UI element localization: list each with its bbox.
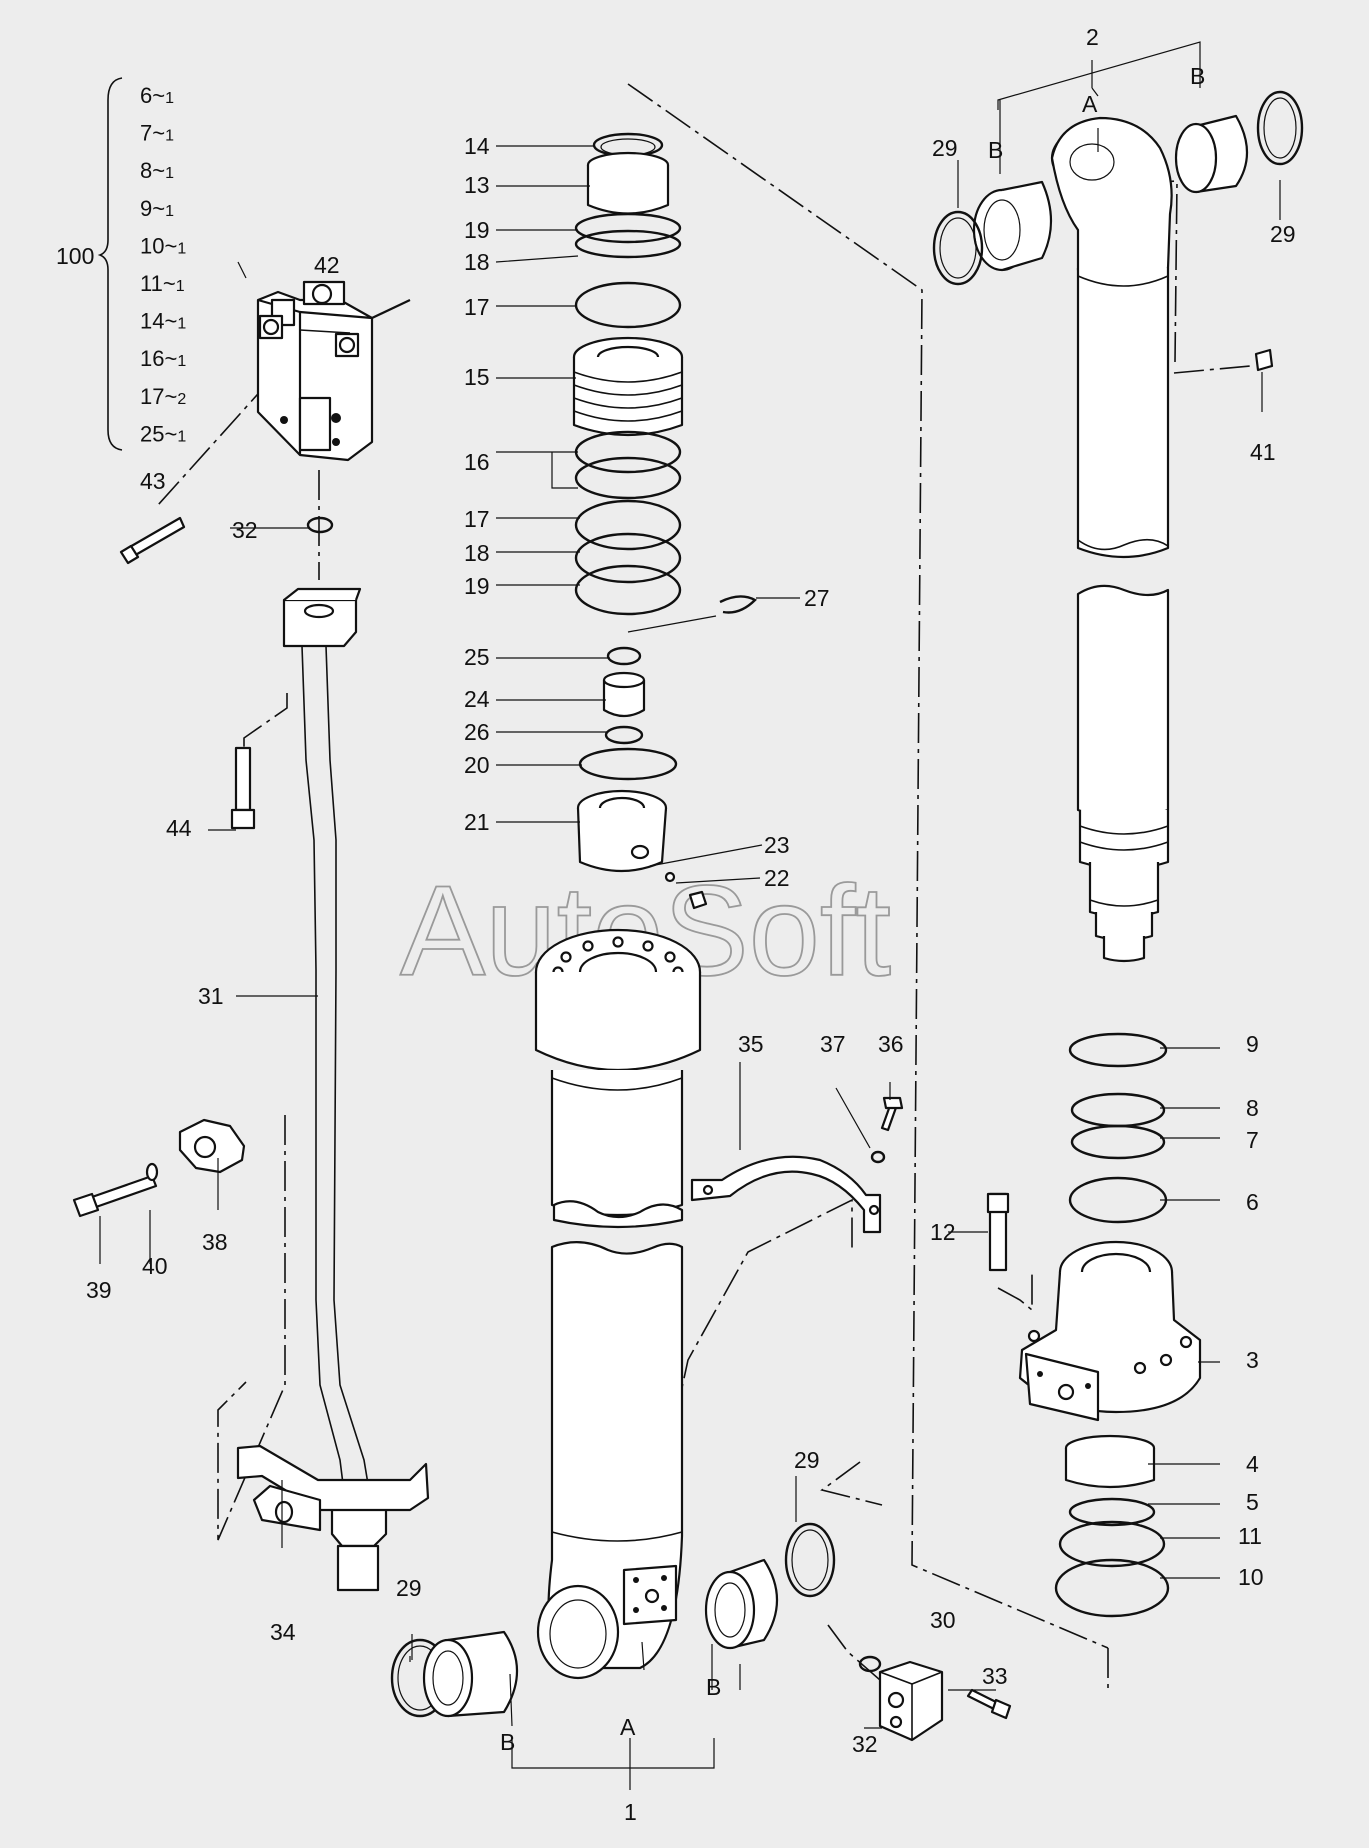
callout-32-bottom: 32	[852, 1731, 878, 1757]
gland-assembly	[986, 1032, 1202, 1618]
letter-a-rod: A	[1082, 91, 1098, 117]
flange-bolt-hole	[642, 940, 654, 952]
callout-11: 11	[1238, 1523, 1262, 1549]
callout-4: 4	[1246, 1451, 1259, 1477]
callout-34: 34	[270, 1619, 296, 1645]
callout-18-lower: 18	[464, 540, 490, 566]
callout-9: 9	[1246, 1031, 1259, 1057]
callout-27: 27	[804, 585, 830, 611]
callout-22: 22	[764, 865, 790, 891]
callout-10: 10	[1238, 1564, 1264, 1590]
band-35	[690, 1096, 904, 1234]
piston-rod	[932, 90, 1304, 963]
callout-15: 15	[464, 364, 490, 390]
letter-markers: A B B A B B	[500, 63, 1205, 1755]
callout-21: 21	[464, 809, 490, 835]
callout-numbers: 1 2 3 4 5 6 7 8 9 10 11 12 13 14 15 16 1…	[86, 24, 1296, 1825]
oring-32-top	[306, 516, 334, 534]
letter-a-tube: A	[620, 1714, 636, 1740]
kit-item: 7~1	[140, 121, 174, 146]
bolt-43	[119, 516, 186, 565]
flange-bolt-hole	[612, 936, 624, 948]
callout-26: 26	[464, 719, 490, 745]
callout-17-lower: 17	[464, 506, 490, 532]
bolt-39	[72, 1162, 159, 1218]
callout-14: 14	[464, 133, 490, 159]
callout-20: 20	[464, 752, 490, 778]
callout-29-rod-right: 29	[1270, 221, 1296, 247]
kit-item: 11~1	[140, 271, 185, 296]
pipe-31	[282, 587, 388, 1592]
callout-29-tube-right: 29	[794, 1447, 820, 1473]
callout-25: 25	[464, 644, 490, 670]
callout-3: 3	[1246, 1347, 1259, 1373]
guide-lines	[157, 83, 1251, 1690]
callout-2: 2	[1086, 24, 1099, 50]
callout-5: 5	[1246, 1489, 1259, 1515]
kit-item: 14~1	[140, 309, 186, 334]
callout-35: 35	[738, 1031, 764, 1057]
valve-block	[256, 280, 411, 462]
kit-item: 25~1	[140, 421, 186, 446]
callout-42: 42	[314, 252, 340, 278]
kit-item: 6~1	[140, 83, 174, 108]
tube-bushings	[390, 1522, 836, 1718]
callout-39: 39	[86, 1277, 112, 1303]
bolt-44	[230, 746, 256, 830]
kit-item: 16~1	[140, 346, 186, 371]
callout-6: 6	[1246, 1189, 1259, 1215]
callout-13: 13	[464, 172, 490, 198]
letter-b-tube-right: B	[706, 1674, 721, 1700]
callout-24: 24	[464, 686, 490, 712]
callout-40: 40	[142, 1253, 168, 1279]
callout-19-lower: 19	[464, 573, 490, 599]
flange-bolt-hole	[560, 951, 572, 963]
callout-12: 12	[930, 1219, 956, 1245]
flange-bolt-hole	[582, 940, 594, 952]
callout-36: 36	[878, 1031, 904, 1057]
callout-19-upper: 19	[464, 217, 490, 243]
rod-seal-stack	[572, 132, 757, 910]
kit-item: 8~1	[140, 158, 174, 183]
letter-b-rod-left: B	[988, 137, 1003, 163]
kit-list: 100 6~1 7~1 8~1 9~1 10~1 11~1 14~1 16~1 17~2 25~1	[56, 77, 186, 451]
callout-44: 44	[166, 815, 192, 841]
clamp-34	[236, 1444, 430, 1532]
callout-16: 16	[464, 449, 490, 475]
callout-38: 38	[202, 1229, 228, 1255]
flange-bolt-hole	[664, 951, 676, 963]
callout-1: 1	[624, 1799, 637, 1825]
kit-item: 17~2	[140, 384, 186, 409]
block-30	[858, 1655, 1012, 1742]
callout-31: 31	[198, 983, 224, 1009]
callout-30: 30	[930, 1607, 956, 1633]
callout-29-tube-left: 29	[396, 1575, 422, 1601]
callout-18-upper: 18	[464, 249, 490, 275]
clamp-38	[178, 1118, 246, 1174]
kit-number: 100	[56, 243, 94, 269]
letter-b-rod-right: B	[1190, 63, 1205, 89]
callout-17-upper: 17	[464, 294, 490, 320]
letter-b-tube-left: B	[500, 1729, 515, 1755]
callout-29-rod-left: 29	[932, 135, 958, 161]
callout-32-top: 32	[232, 517, 258, 543]
kit-item: 10~1	[140, 233, 186, 258]
callout-7: 7	[1246, 1127, 1259, 1153]
callout-23: 23	[764, 832, 790, 858]
callout-8: 8	[1246, 1095, 1259, 1121]
callout-33: 33	[982, 1663, 1008, 1689]
callout-43: 43	[140, 468, 166, 494]
callout-37: 37	[820, 1031, 846, 1057]
kit-item: 9~1	[140, 196, 174, 221]
callout-41: 41	[1250, 439, 1276, 465]
cylinder-tube	[534, 928, 702, 1680]
